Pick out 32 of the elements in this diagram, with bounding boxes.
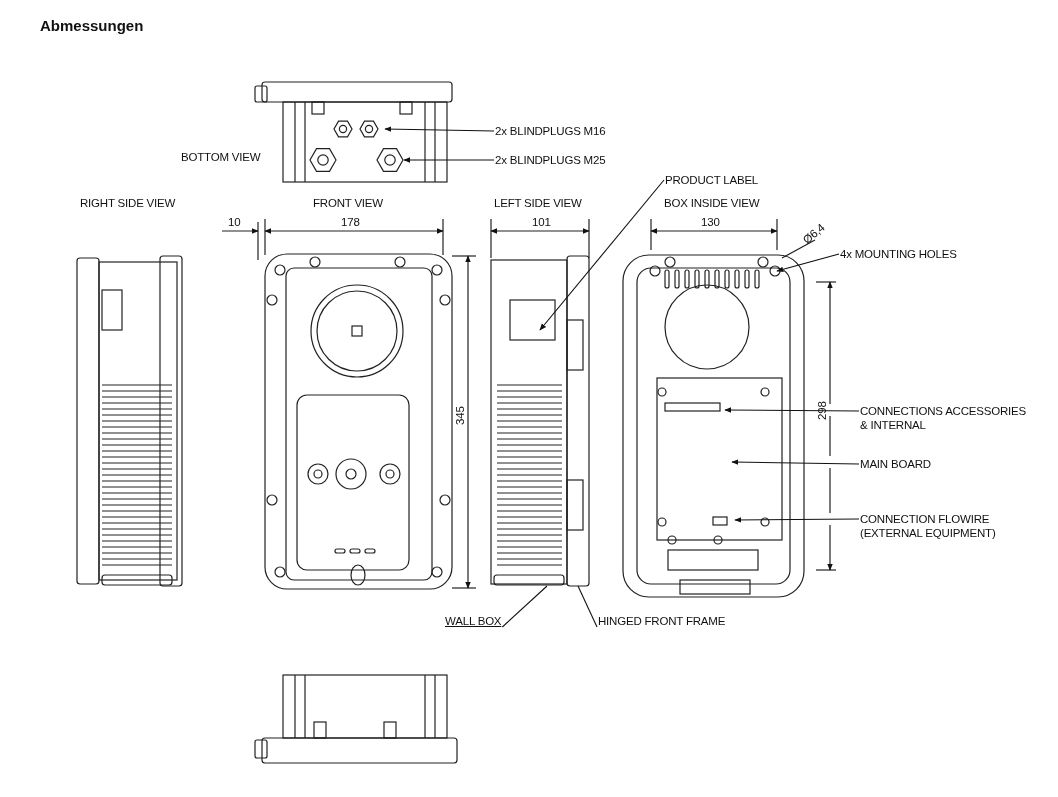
dimension-value: 178 [341,215,360,229]
callout-label: CONNECTIONS ACCESSORIES & INTERNAL [860,404,1030,432]
view-label: BOX INSIDE VIEW [664,196,760,210]
dimension-value: 345 [453,406,467,425]
leader-line [539,179,665,331]
callout-label: PRODUCT LABEL [665,173,759,187]
view-label: LEFT SIDE VIEW [494,196,582,210]
view-label: FRONT VIEW [313,196,383,210]
box-inside-view-drawing [622,254,805,598]
dimension-value: 298 [815,401,829,420]
leader-line [776,253,840,273]
leader-line [731,459,860,465]
leader-line [577,585,598,628]
callout-label: CONNECTION FLOWIRE (EXTERNAL EQUIPMENT) [860,512,1040,540]
leader-line [734,517,860,523]
leader-line [403,157,495,163]
leader-line [724,407,860,413]
callout-label: WALL BOX [445,614,502,628]
dimension-value: 130 [701,215,720,229]
view-label: RIGHT SIDE VIEW [80,196,176,210]
callout-label: 4x MOUNTING HOLES [840,247,957,261]
callout-label: HINGED FRONT FRAME [598,614,726,628]
view-label: BOTTOM VIEW [181,150,261,164]
callout-label: 2x BLINDPLUGS M25 [495,153,606,167]
dimension-value: 101 [532,215,551,229]
callout-label: MAIN BOARD [860,457,931,471]
page-title: Abmessungen [40,17,144,34]
leader-line [384,126,495,132]
dimension-value: 10 [228,215,241,229]
callout-label: 2x BLINDPLUGS M16 [495,124,606,138]
leader-line [501,585,548,628]
left-side-view-drawing [490,255,590,587]
